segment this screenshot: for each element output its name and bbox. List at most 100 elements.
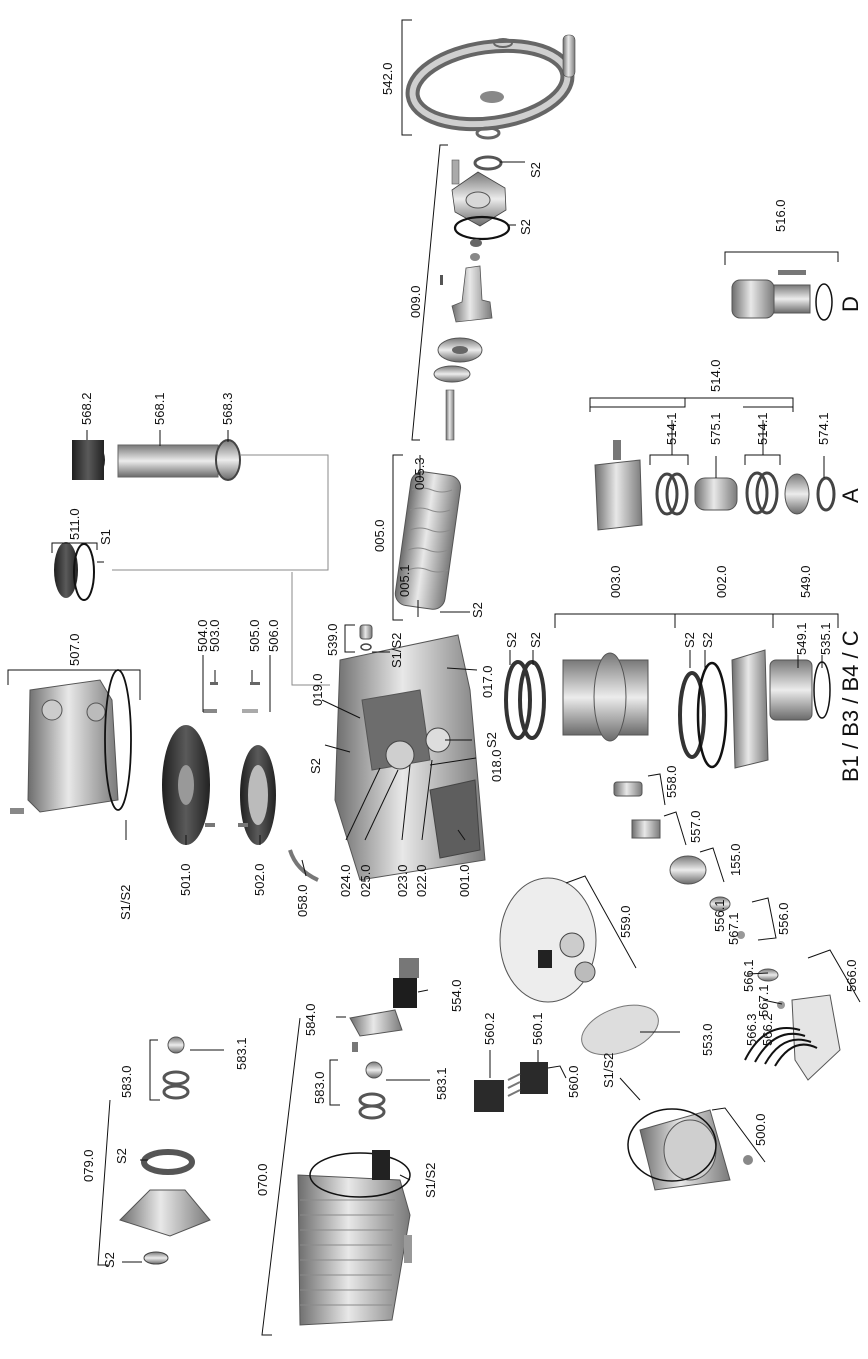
label-s1: S1	[98, 529, 113, 545]
label-s1-s2: S1/S2	[601, 1053, 616, 1088]
label-option-a: A	[838, 488, 863, 503]
part-009-assembly	[433, 155, 511, 441]
part-501-502-gears	[162, 725, 319, 882]
label-s2: S2	[484, 732, 499, 748]
label-option-d: D	[838, 296, 863, 312]
label-024-0: 024.0	[338, 864, 353, 897]
label-003-0: 003.0	[608, 565, 623, 598]
label-557-0: 557.0	[688, 810, 703, 843]
part-516-option-d	[731, 270, 833, 321]
label-567-1: 567.1	[726, 912, 741, 945]
part-583-584	[162, 1009, 403, 1120]
label-505-0: 505.0	[247, 619, 262, 652]
label-500-0: 500.0	[753, 1113, 768, 1146]
part-507-cover	[10, 669, 132, 814]
label-s2: S2	[504, 632, 519, 648]
label-514-1: 514.1	[664, 412, 679, 445]
label-018-0: 018.0	[489, 749, 504, 782]
label-566-3: 566.3	[744, 1013, 759, 1046]
label-568-2: 568.2	[79, 392, 94, 425]
label-502-0: 502.0	[252, 863, 267, 896]
label-017-0: 017.0	[480, 665, 495, 698]
label-023-0: 023.0	[395, 864, 410, 897]
label-514-1: 514.1	[755, 412, 770, 445]
label-506-0: 506.0	[266, 619, 281, 652]
handwheel	[405, 34, 576, 140]
part-001-housing	[334, 634, 486, 881]
part-568-tube	[72, 439, 241, 481]
label-535-1: 535.1	[818, 622, 833, 655]
label-079-0: 079.0	[81, 1149, 96, 1182]
part-003-002-549	[504, 649, 831, 769]
label-556-1: 556.1	[712, 899, 727, 932]
label-514-0: 514.0	[708, 359, 723, 392]
label-070-0: 070.0	[255, 1163, 270, 1196]
label-s2: S2	[308, 758, 323, 774]
part-556-potentiometer	[709, 896, 745, 939]
part-500-cover	[627, 1108, 753, 1191]
label-s2: S2	[528, 632, 543, 648]
label-566-0: 566.0	[844, 959, 859, 992]
part-079-flange	[119, 1149, 211, 1265]
part-559-control-unit	[499, 877, 597, 1003]
label-583-1: 583.1	[434, 1067, 449, 1100]
label-559-0: 559.0	[618, 905, 633, 938]
label-575-1: 575.1	[708, 412, 723, 445]
label-025-0: 025.0	[358, 864, 373, 897]
label-504-0: 504.0	[195, 619, 210, 652]
label-566-2: 566.2	[760, 1013, 775, 1046]
part-503-506-pins	[203, 682, 260, 713]
label-501-0: 501.0	[178, 863, 193, 896]
label-001-0: 001.0	[457, 864, 472, 897]
label-022-0: 022.0	[414, 864, 429, 897]
label-560-0: 560.0	[566, 1065, 581, 1098]
label-549-0: 549.0	[798, 565, 813, 598]
label-560-1: 560.1	[530, 1012, 545, 1045]
label-s1-s2: S1/S2	[423, 1163, 438, 1198]
label-s2: S2	[102, 1252, 117, 1268]
label-558-0: 558.0	[664, 765, 679, 798]
label-019-0: 019.0	[310, 673, 325, 706]
label-s2: S2	[114, 1148, 129, 1164]
label-539-0: 539.0	[325, 623, 340, 656]
label-005-3: 005.3	[412, 457, 427, 490]
label-503-0: 503.0	[207, 619, 222, 652]
part-005-spindle	[394, 471, 462, 610]
label-516-0: 516.0	[773, 199, 788, 232]
leader-lines	[7, 19, 861, 1336]
label-s2: S2	[470, 602, 485, 618]
label-566-1: 566.1	[741, 959, 756, 992]
label-574-1: 574.1	[816, 412, 831, 445]
label-542-0: 542.0	[380, 62, 395, 95]
label-583-0: 583.0	[119, 1065, 134, 1098]
part-070-motor	[297, 1150, 412, 1326]
label-155-0: 155.0	[728, 843, 743, 876]
part-511-cover	[54, 542, 95, 601]
label-option-b1-b3-b4-c: B1 / B3 / B4 / C	[838, 630, 863, 782]
part-558-557-155	[613, 781, 707, 885]
label-553-0: 553.0	[700, 1023, 715, 1056]
label-568-3: 568.3	[220, 392, 235, 425]
part-566-board	[744, 968, 841, 1081]
part-560-switches	[474, 1062, 548, 1112]
part-labels: 542.0 S2 S2 009.0 516.0 D 514.0 514.1 57…	[67, 62, 863, 1268]
label-s1-s2: S1/S2	[118, 885, 133, 920]
label-583-1: 583.1	[234, 1037, 249, 1070]
label-005-0: 005.0	[372, 519, 387, 552]
label-556-0: 556.0	[776, 902, 791, 935]
part-554-plug	[393, 958, 419, 1008]
label-560-2: 560.2	[482, 1012, 497, 1045]
label-s2: S2	[518, 219, 533, 235]
label-s2: S2	[528, 162, 543, 178]
label-511-0: 511.0	[67, 508, 82, 540]
part-539-plug	[359, 624, 373, 651]
label-s1-s2: S1/S2	[389, 633, 404, 668]
label-002-0: 002.0	[714, 565, 729, 598]
label-s2: S2	[682, 632, 697, 648]
label-058-0: 058.0	[295, 884, 310, 917]
label-009-0: 009.0	[408, 285, 423, 318]
label-s2: S2	[700, 632, 715, 648]
label-584-0: 584.0	[303, 1003, 318, 1036]
label-567-1: 567.1	[756, 984, 771, 1017]
